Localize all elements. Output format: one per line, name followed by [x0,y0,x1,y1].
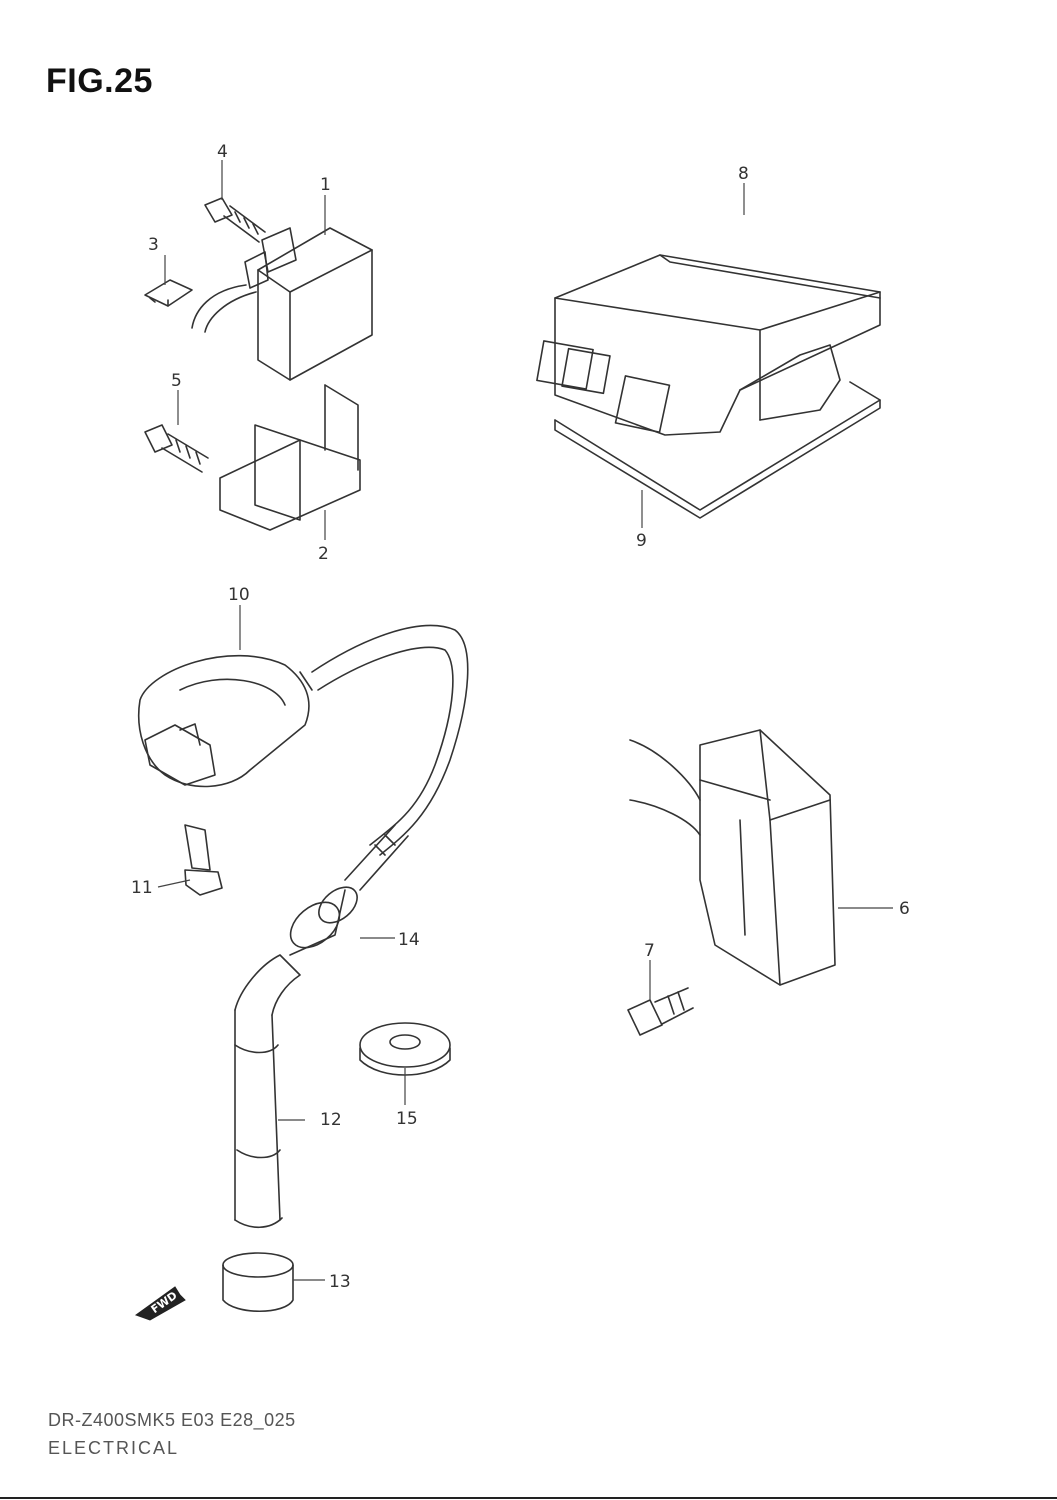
part-15-grommet [359,1022,451,1076]
part-11-bolt [184,824,223,896]
part-14-boot [289,886,358,956]
diagram-section-name: ELECTRICAL [48,1438,180,1458]
callout-numbers: 1 2 3 4 5 6 7 8 9 10 11 12 13 14 15 [131,142,910,1292]
part-8-control-unit [536,254,881,436]
callout-10: 10 [228,585,250,605]
part-5-bolt [144,424,209,473]
part-7-bolt [627,987,694,1036]
callout-1: 1 [320,175,331,195]
callout-2: 2 [318,544,329,564]
callout-9: 9 [636,531,647,551]
leader-lines [157,160,893,1281]
bottom-border [0,1497,1057,1499]
callout-8: 8 [738,164,749,184]
part-12-plug-cap [234,954,301,1229]
part-9-mounting-plate [554,381,881,519]
part-3-clip [144,279,193,307]
part-4-bolt [204,197,266,243]
callout-12: 12 [320,1110,342,1130]
callout-6: 6 [899,899,910,919]
diagram-code: DR-Z400SMK5 E03 E28_025 [48,1410,296,1430]
figure-title: FIG.25 [46,62,153,100]
callout-15: 15 [396,1109,418,1129]
callout-7: 7 [644,941,655,961]
part-13-seal [222,1252,294,1313]
fwd-arrow-icon: FWD [134,1286,186,1321]
callout-4: 4 [217,142,228,162]
callout-14: 14 [398,930,420,950]
part-10-ignition-coil [137,624,469,891]
callout-3: 3 [148,235,159,255]
callout-13: 13 [329,1272,351,1292]
callout-5: 5 [171,371,182,391]
part-6-regulator [629,729,836,986]
callout-11: 11 [131,878,153,898]
part-2-bracket [219,384,361,531]
part-1-coil-block [191,227,373,381]
